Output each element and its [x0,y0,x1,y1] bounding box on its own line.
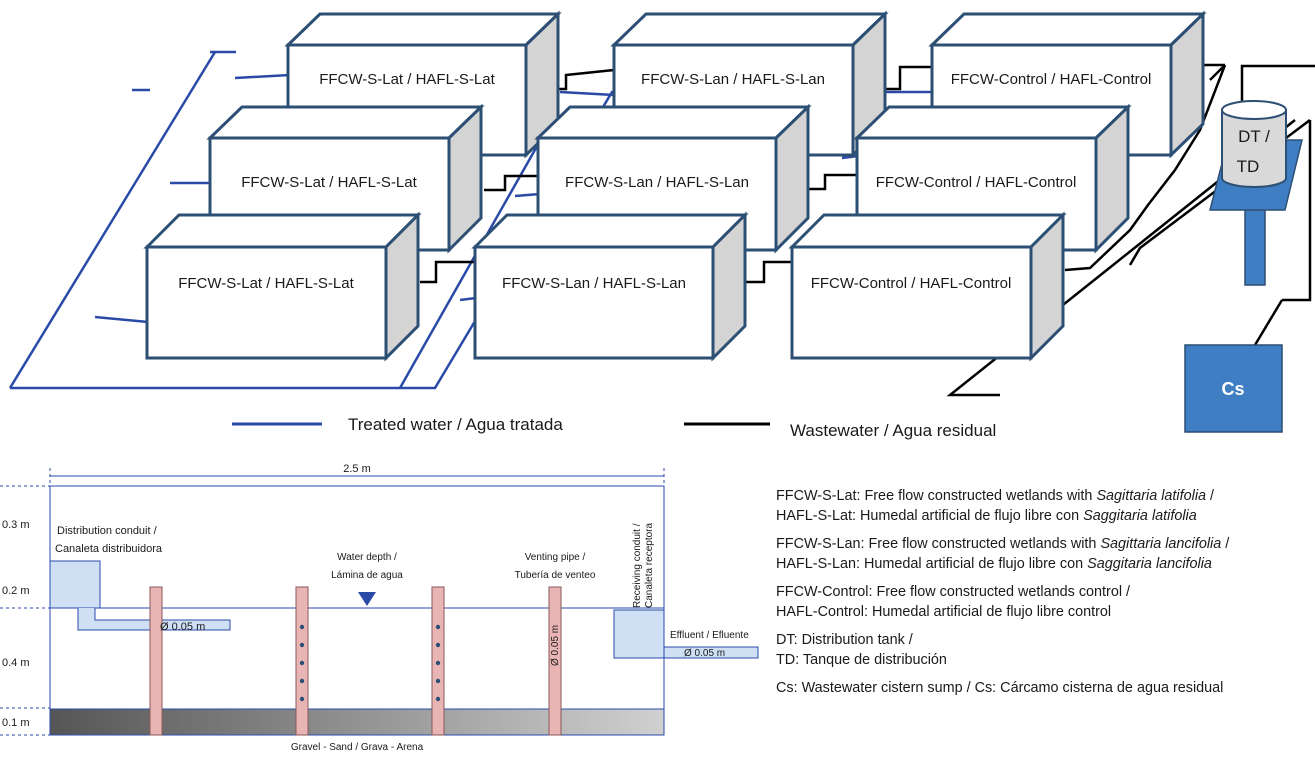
dim-0-3: 0.3 m [2,519,30,531]
gravel-layer [49,708,665,736]
effluent-label: Effluent / Efluente [670,630,749,641]
wetland-cell-7-label: FFCW-S-Lat / HAFL-S-Lat [178,275,354,292]
effluent-pipe [663,646,759,659]
legend-treated-label: Treated water / Agua tratada [348,415,563,434]
width-label: 2.5 m [343,463,371,475]
wetland-cell-9-label: FFCW-Control / HAFL-Control [811,275,1012,292]
receiving-label-2: Canaleta receptora [644,523,655,608]
water-label-1: Water depth / [337,552,397,563]
note-control: FFCW-Control: Free flow constructed wetl… [776,584,1131,620]
dim-0-4: 0.4 m [2,657,30,669]
cross-section: 2.5 m 0.3 m 0.2 m 0.4 m 0.1 m Distributi… [0,463,759,753]
gravel-label: Gravel - Sand / Grava - Arena [291,742,424,753]
receiving-conduit [613,609,665,659]
cistern-sump: Cs [1184,344,1283,433]
water-level-marker [358,592,376,606]
wetland-cell-2-label: FFCW-S-Lan / HAFL-S-Lan [641,71,825,88]
wetland-cell-1-label: FFCW-S-Lat / HAFL-S-Lat [319,71,495,88]
post-1 [149,586,163,736]
legend-wastewater-label: Wastewater / Agua residual [790,421,996,440]
distribution-conduit [49,560,101,609]
dim-0-1: 0.1 m [2,717,30,729]
abbreviation-notes: FFCW-S-Lat: Free flow constructed wetlan… [776,486,1311,706]
sump-label: Cs [1221,379,1244,399]
wetland-cell-9: FFCW-Control / HAFL-Control [788,211,1067,362]
wetland-cell-4-label: FFCW-S-Lat / HAFL-S-Lat [241,174,417,191]
note-s-lan: FFCW-S-Lan: Free flow constructed wetlan… [776,536,1230,572]
dim-0-2: 0.2 m [2,585,30,597]
venting-label-1: Venting pipe / [525,552,586,563]
distribution-tank: DT / TD [1209,100,1303,286]
note-cs: Cs: Wastewater cistern sump / Cs: Cárcam… [776,680,1224,696]
wetland-cell-5-label: FFCW-S-Lan / HAFL-S-Lan [565,174,749,191]
note-s-lat: FFCW-S-Lat: Free flow constructed wetlan… [776,488,1215,524]
tank-label-line2: TD [1237,157,1260,176]
receiving-label-1: Receiving conduit / [632,523,643,608]
wetland-cell-8-label: FFCW-S-Lan / HAFL-S-Lan [502,275,686,292]
distribution-label-1: Distribution conduit / [57,525,158,537]
pipe-out-label: Ø 0.05 m [684,648,725,659]
pipe-in-label: Ø 0.05 m [160,621,205,633]
wetland-cell-8: FFCW-S-Lan / HAFL-S-Lan [471,211,749,362]
tank-label-line1: DT / [1238,127,1270,146]
pipe-vent-label: Ø 0.05 m [550,625,561,666]
water-label-2: Lámina de agua [331,570,403,581]
distribution-label-2: Canaleta distribuidora [55,543,163,555]
venting-label-2: Tubería de venteo [515,570,596,581]
legend: Treated water / Agua tratada Wastewater … [232,415,996,440]
venting-pipe [548,586,562,736]
wetland-cell-7: FFCW-S-Lat / HAFL-S-Lat [143,211,422,362]
wetland-cell-3-label: FFCW-Control / HAFL-Control [951,71,1152,88]
note-dt: DT: Distribution tank / TD: Tanque de di… [776,632,947,668]
wetland-cell-6-label: FFCW-Control / HAFL-Control [876,174,1077,191]
